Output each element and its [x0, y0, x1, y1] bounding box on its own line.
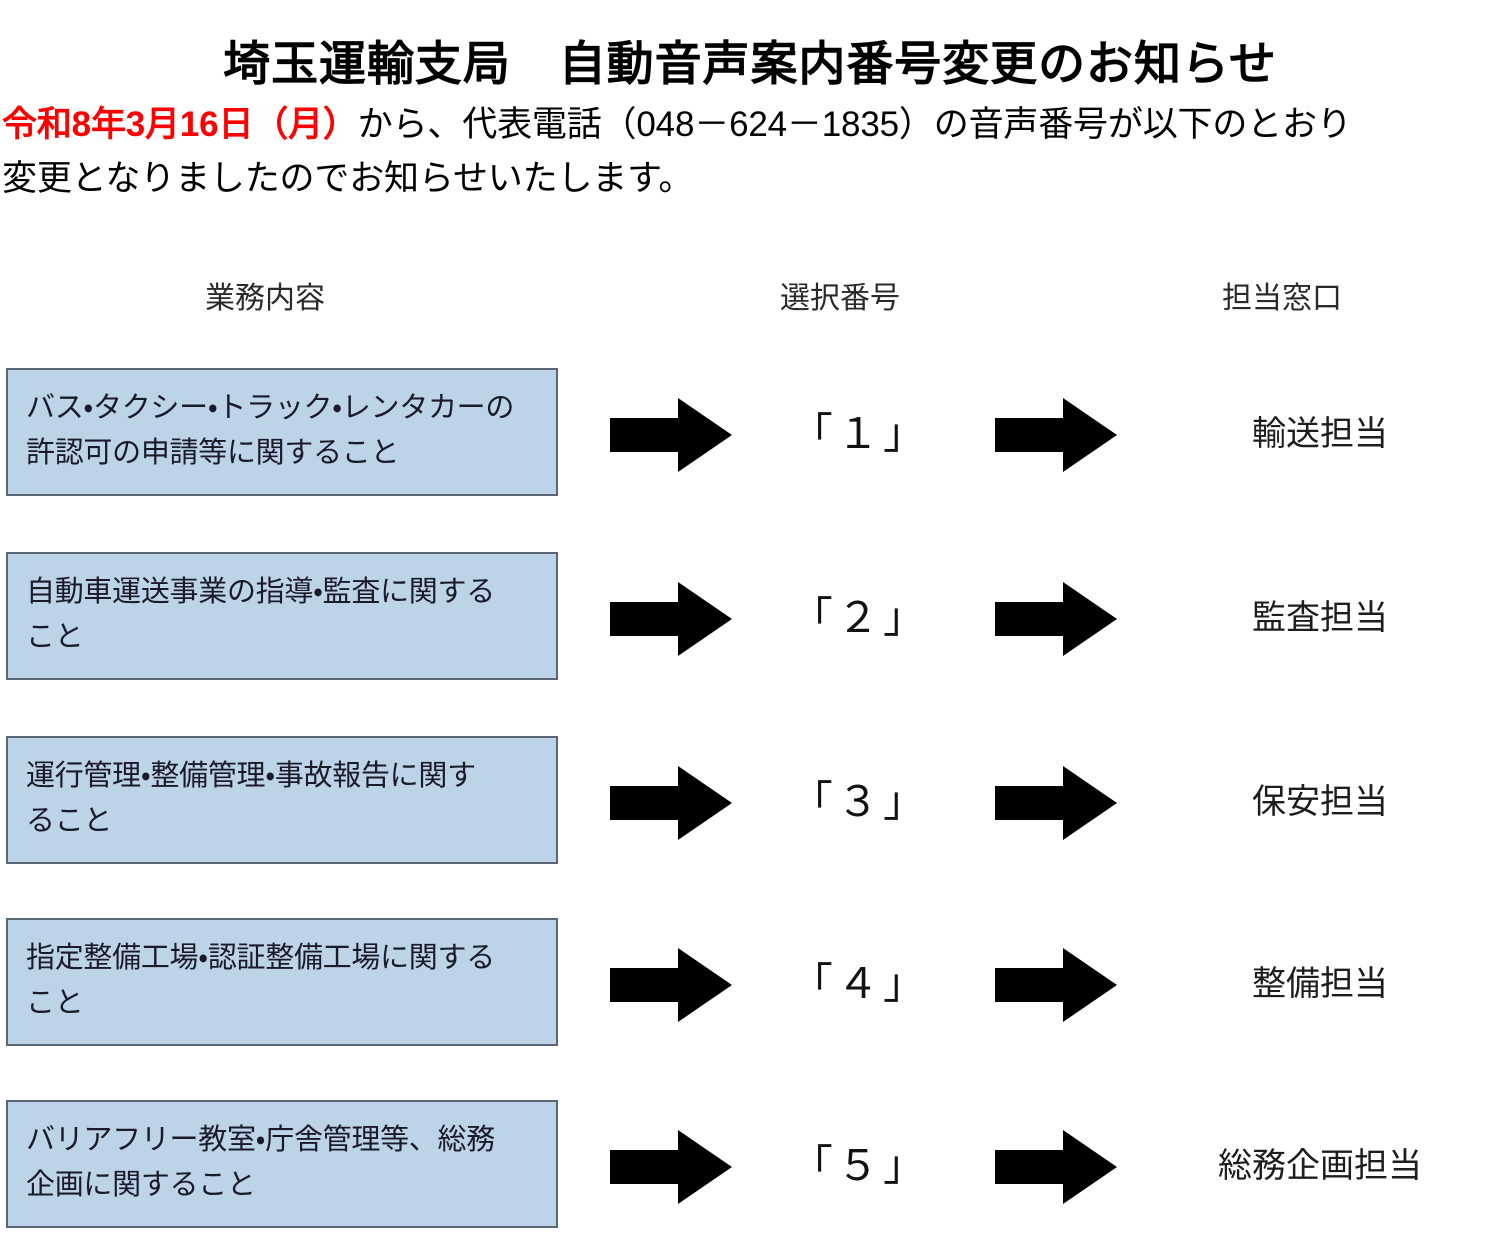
selection-number: 「３」	[790, 778, 930, 825]
task-text-line1: 指定整備工場・認証整備工場に関する	[26, 942, 495, 974]
column-header-work-content: 業務内容	[205, 282, 325, 315]
intro-line2: 変更となりましたのでお知らせいたします。	[2, 159, 694, 198]
effective-date-text: 令和8年3月16日（月）	[2, 105, 358, 144]
responsible-window-label: 総務企画担当	[1218, 1147, 1422, 1185]
task-text-line2: こと	[26, 621, 84, 653]
task-text-line2: 企画に関すること	[26, 1169, 256, 1201]
flow-row: 指定整備工場・認証整備工場に関する こと 「４」 整備担当	[0, 918, 1500, 1056]
page-title: 埼玉運輸支局 自動音声案内番号変更のお知らせ	[223, 37, 1277, 91]
arrow-right-icon	[995, 766, 1117, 840]
intro-paragraph: 令和8年3月16日（月）から、代表電話（048－624－1835）の音声番号が以…	[2, 98, 1498, 206]
arrow-right-icon	[610, 766, 732, 840]
responsible-window-label: 保安担当	[1252, 783, 1388, 821]
task-box: 指定整備工場・認証整備工場に関する こと	[6, 918, 558, 1046]
task-text-line1: 運行管理・整備管理・事故報告に関す	[26, 760, 476, 792]
intro-line1-rest: から、代表電話（048－624－1835）の音声番号が以下のとおり	[357, 105, 1352, 144]
arrow-right-icon	[995, 398, 1117, 472]
task-text-line1: バス・タクシー・トラック・レンタカーの	[26, 392, 515, 424]
task-text-line2: 許認可の申請等に関すること	[26, 437, 400, 469]
flow-row: 自動車運送事業の指導・監査に関する こと 「２」 監査担当	[0, 552, 1500, 690]
column-header-selection-number: 選択番号	[780, 282, 900, 315]
voice-guidance-flow-diagram: 業務内容 選択番号 担当窓口 バス・タクシー・トラック・レンタカーの 許認可の申…	[0, 250, 1500, 1231]
column-header-responsible-window: 担当窓口	[1222, 282, 1342, 315]
selection-number: 「４」	[790, 960, 930, 1007]
task-box: バス・タクシー・トラック・レンタカーの 許認可の申請等に関すること	[6, 368, 558, 496]
arrow-right-icon	[610, 582, 732, 656]
task-text-line1: バリアフリー教室・庁舎管理等、総務	[26, 1124, 495, 1156]
selection-number: 「２」	[790, 594, 930, 641]
flow-row: バリアフリー教室・庁舎管理等、総務 企画に関すること 「５」 総務企画担当	[0, 1100, 1500, 1238]
task-text-line2: こと	[26, 987, 84, 1019]
flow-row: 運行管理・整備管理・事故報告に関す ること 「３」 保安担当	[0, 736, 1500, 874]
arrow-right-icon	[610, 948, 732, 1022]
responsible-window-label: 監査担当	[1252, 599, 1388, 637]
selection-number: 「１」	[790, 410, 930, 457]
task-box: バリアフリー教室・庁舎管理等、総務 企画に関すること	[6, 1100, 558, 1228]
task-text-line2: ること	[26, 805, 113, 837]
arrow-right-icon	[610, 398, 732, 472]
arrow-right-icon	[995, 948, 1117, 1022]
flow-row: バス・タクシー・トラック・レンタカーの 許認可の申請等に関すること 「１」 輸送…	[0, 368, 1500, 506]
arrow-right-icon	[995, 582, 1117, 656]
arrow-right-icon	[610, 1130, 732, 1204]
arrow-right-icon	[995, 1130, 1117, 1204]
selection-number: 「５」	[790, 1142, 930, 1189]
task-text-line1: 自動車運送事業の指導・監査に関する	[26, 576, 495, 608]
task-box: 運行管理・整備管理・事故報告に関す ること	[6, 736, 558, 864]
responsible-window-label: 輸送担当	[1252, 415, 1388, 453]
task-box: 自動車運送事業の指導・監査に関する こと	[6, 552, 558, 680]
responsible-window-label: 整備担当	[1252, 965, 1388, 1003]
